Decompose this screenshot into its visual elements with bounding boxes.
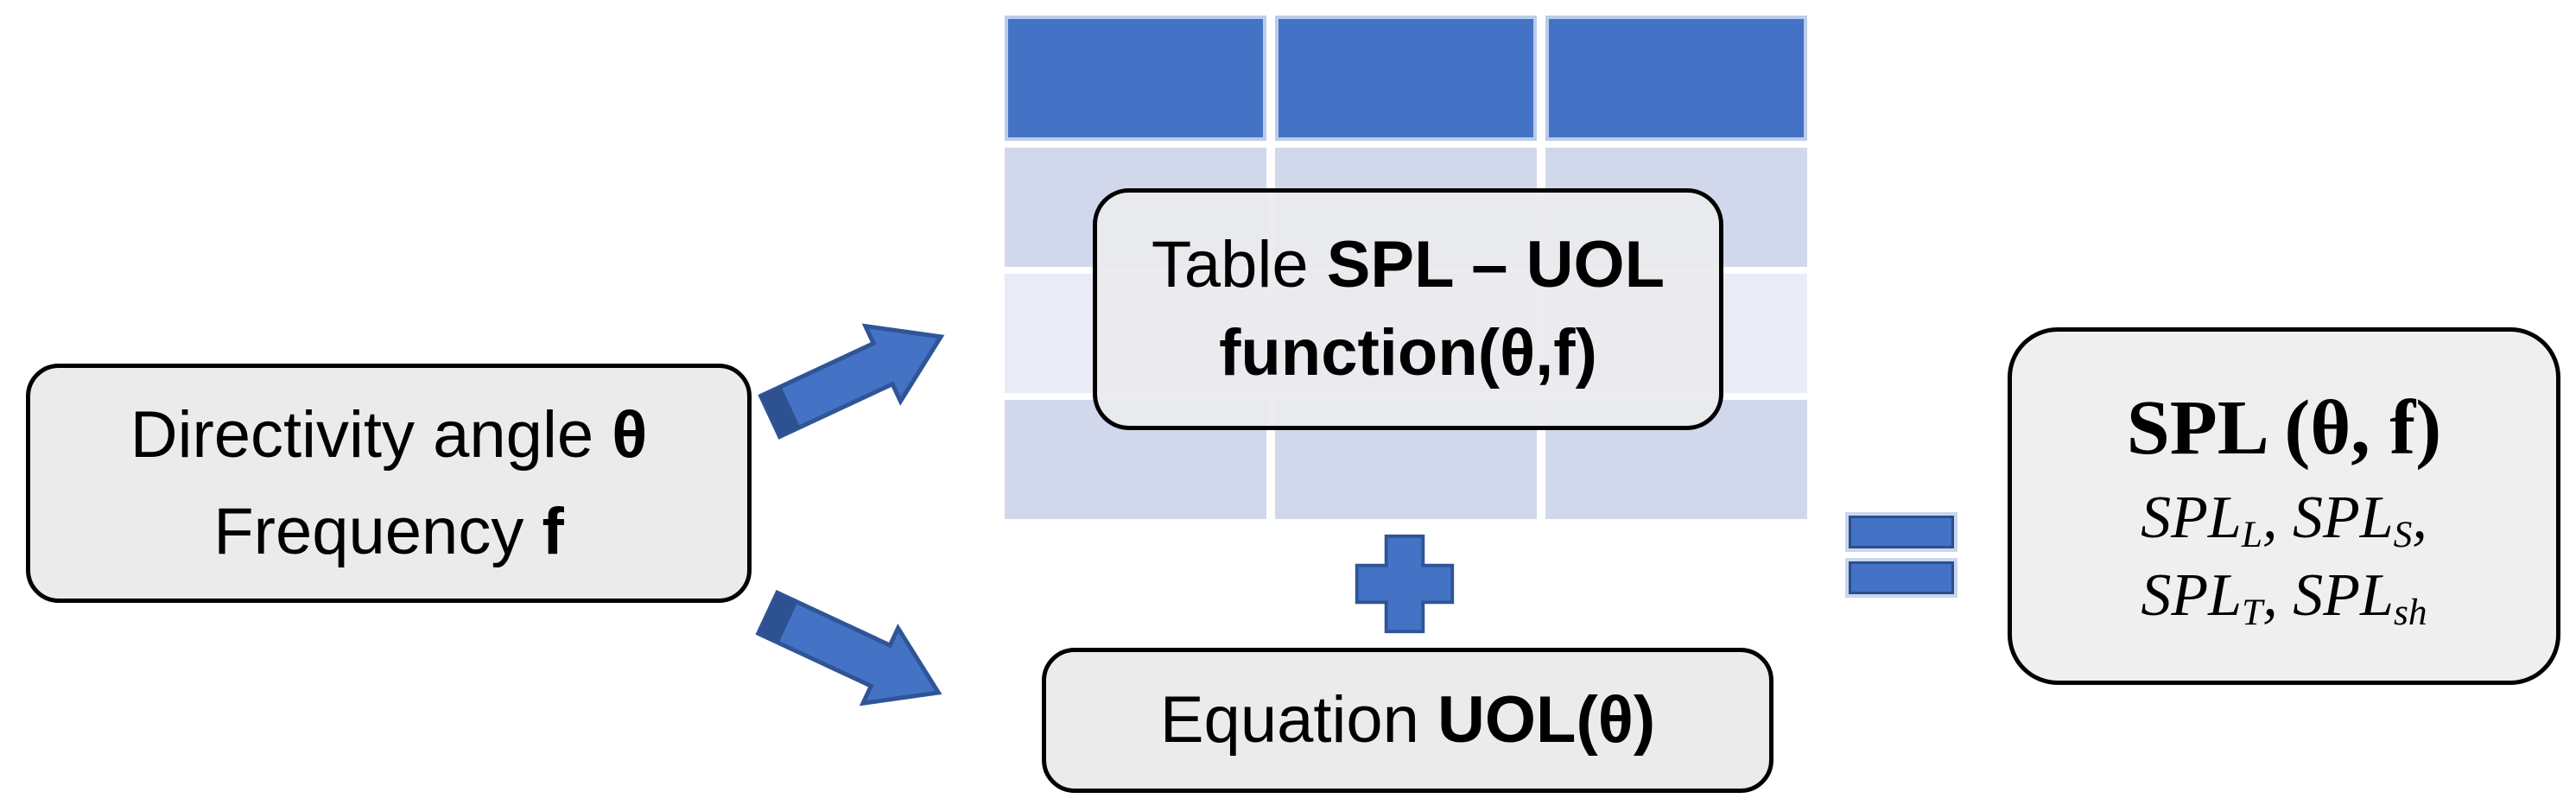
input-line1-text: Directivity angle bbox=[130, 397, 612, 472]
arrow-down-right-icon bbox=[755, 589, 942, 706]
input-line1-variable: θ bbox=[612, 397, 648, 472]
equation-box: Equation UOL(θ) bbox=[1042, 648, 1773, 793]
spl-term: , SPL bbox=[2262, 485, 2394, 551]
spl-subscript: S bbox=[2393, 513, 2413, 555]
output-title: SPL (θ, f) bbox=[2126, 385, 2442, 471]
equals-top-bar bbox=[1849, 516, 1954, 548]
table-label-box: Table SPL – UOL function(θ,f) bbox=[1093, 188, 1723, 430]
table-header-cell bbox=[1275, 16, 1537, 141]
spl-term: SPL bbox=[2141, 485, 2242, 551]
output-line-2: SPLL, SPLS, bbox=[2141, 479, 2427, 557]
spl-comma: , bbox=[2412, 485, 2427, 551]
plus-icon bbox=[1355, 534, 1455, 634]
input-box: Directivity angle θ Frequency f bbox=[26, 364, 752, 603]
equation-line: Equation UOL(θ) bbox=[1160, 681, 1655, 759]
table-label-bold: SPL – UOL bbox=[1326, 228, 1666, 301]
table-label-text: Table bbox=[1151, 228, 1327, 301]
output-box: SPL (θ, f) SPLL, SPLS, SPLT, SPLsh bbox=[2008, 327, 2560, 685]
spl-term: , SPL bbox=[2262, 562, 2394, 629]
table-header-cell bbox=[1545, 16, 1807, 141]
arrow-up-right-icon bbox=[758, 323, 945, 440]
output-line-3: SPLT, SPLsh bbox=[2141, 557, 2427, 635]
table-label-function: function(θ,f) bbox=[1219, 316, 1597, 390]
spl-subscript: L bbox=[2241, 513, 2262, 555]
table-label-line-2: function(θ,f) bbox=[1219, 309, 1597, 397]
input-line-1: Directivity angle θ bbox=[130, 387, 648, 484]
input-line-2: Frequency f bbox=[213, 484, 564, 580]
input-line2-text: Frequency bbox=[213, 494, 542, 568]
equals-icon bbox=[1849, 516, 1954, 594]
equals-bottom-bar bbox=[1849, 561, 1954, 594]
spl-term: SPL bbox=[2141, 562, 2243, 629]
table-label-line-1: Table SPL – UOL bbox=[1152, 221, 1665, 309]
spl-subscript: T bbox=[2242, 591, 2263, 633]
equation-text: Equation bbox=[1159, 683, 1438, 757]
table-header-cell bbox=[1005, 16, 1266, 141]
equation-bold: UOL(θ) bbox=[1437, 683, 1656, 757]
spl-subscript: sh bbox=[2393, 591, 2427, 633]
input-line2-variable: f bbox=[542, 494, 564, 568]
